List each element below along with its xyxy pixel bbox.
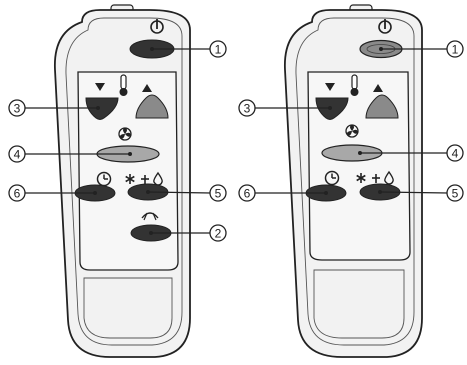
thermometer-icon	[119, 74, 128, 96]
svg-text:4: 4	[14, 148, 21, 162]
temp-down-button[interactable]	[85, 97, 119, 120]
remote-right	[255, 4, 449, 358]
callout-lines-right	[255, 48, 449, 194]
swing-louver-icon	[141, 212, 159, 221]
callout-4-right: 4	[446, 144, 464, 162]
body-inner-edge	[65, 17, 183, 346]
callout-lines-left	[25, 48, 212, 234]
temp-up-button[interactable]	[365, 94, 399, 119]
triangle-down-icon	[325, 83, 335, 91]
callout-6-left: 6	[8, 184, 26, 202]
button-panel	[77, 71, 179, 271]
callout-dots-left	[93, 47, 154, 235]
callout-5-right: 5	[446, 184, 464, 202]
bottom-panel	[313, 269, 405, 339]
callout-1-left: 1	[209, 40, 227, 58]
power-icon	[378, 19, 392, 34]
callout-3-right: 3	[238, 99, 256, 117]
triangle-down-icon	[95, 83, 105, 91]
svg-text:3: 3	[14, 102, 21, 116]
temp-up-button[interactable]	[135, 94, 169, 119]
svg-text:1: 1	[452, 43, 459, 57]
clock-icon	[324, 170, 340, 186]
triangle-up-icon	[373, 84, 383, 92]
svg-text:6: 6	[14, 187, 21, 201]
callout-2-left: 2	[209, 224, 227, 242]
fan-icon	[118, 127, 132, 141]
svg-text:5: 5	[452, 187, 459, 201]
svg-text:6: 6	[244, 187, 251, 201]
svg-text:5: 5	[215, 187, 222, 201]
callout-dots-right	[324, 47, 383, 195]
power-icon	[150, 19, 164, 34]
callout-1-right: 1	[446, 40, 464, 58]
svg-text:3: 3	[244, 102, 251, 116]
remote-left	[25, 4, 212, 358]
snowflake-fan-drop-icon	[356, 170, 394, 185]
callout-4-left: 4	[8, 145, 26, 163]
callout-5-left: 5	[209, 184, 227, 202]
fan-icon	[345, 124, 359, 138]
callout-6-right: 6	[238, 184, 256, 202]
body-inner-edge	[295, 17, 415, 346]
temp-down-button[interactable]	[315, 97, 349, 120]
svg-text:2: 2	[215, 227, 222, 241]
button-panel	[307, 71, 411, 261]
svg-text:1: 1	[215, 43, 222, 57]
thermometer-icon	[350, 74, 359, 96]
svg-text:4: 4	[452, 147, 459, 161]
bottom-panel	[83, 277, 173, 339]
callout-3-left: 3	[8, 99, 26, 117]
triangle-up-icon	[142, 84, 152, 92]
